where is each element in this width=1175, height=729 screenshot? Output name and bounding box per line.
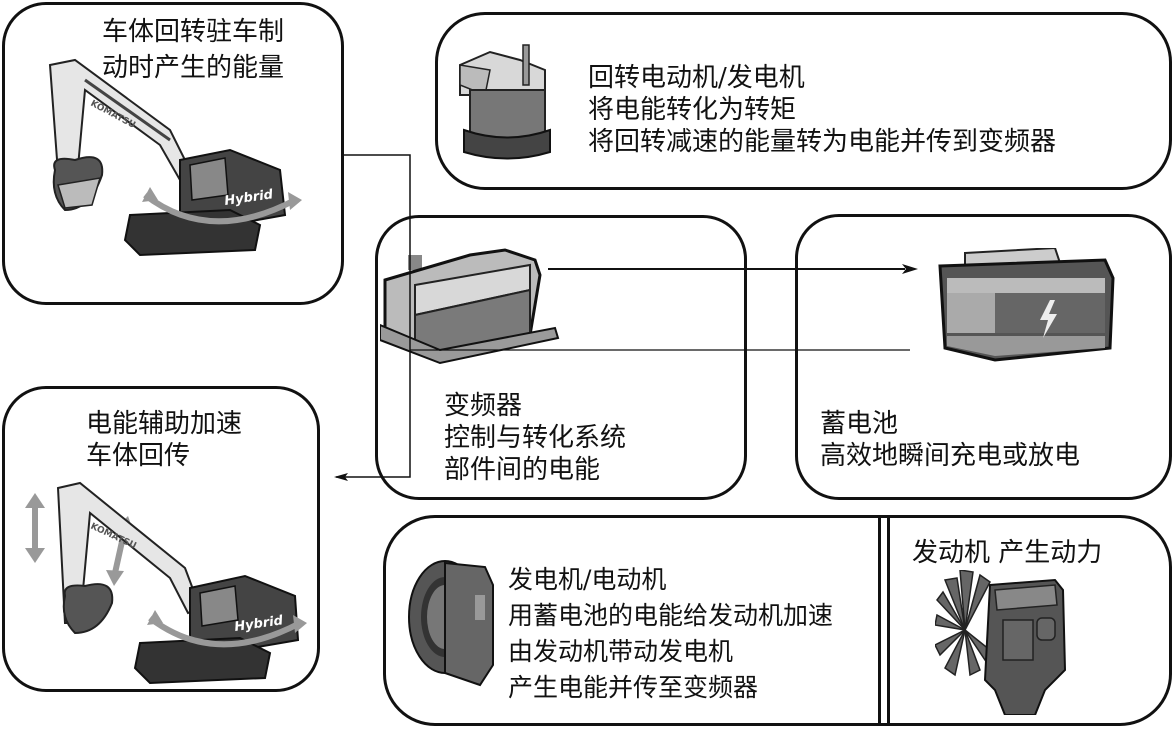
swing-braking-text: 车体回转驻车制 动时产生的能量 [102, 14, 284, 86]
battery-text: 蓄电池 高效地瞬间充电或放电 [820, 408, 1080, 472]
assist-swing-line-2: 车体回传 [86, 441, 191, 471]
generator-line-3: 由发动机带动发电机 [508, 637, 734, 666]
engine-line-1: 发动机 产生动力 [912, 538, 1103, 568]
generator-text: 发电机/电动机 用蓄电池的电能给发动机加速 由发动机带动发电机 产生电能并传至变… [508, 562, 833, 706]
swing-motor-icon [459, 44, 551, 160]
inverter-text: 变频器 控制与转化系统 部件间的电能 [444, 390, 626, 486]
excavator-icon: KOMATSU Hybrid [25, 481, 307, 685]
battery-line-2: 高效地瞬间充电或放电 [820, 441, 1081, 471]
battery-icon [938, 248, 1115, 362]
arrow-head-left [334, 473, 348, 481]
hybrid-label: Hybrid [233, 613, 284, 635]
engine-text: 发动机 产生动力 [912, 537, 1102, 569]
assist-swing-text: 电能辅助加速 车体回传 [86, 408, 242, 472]
inverter-icon [380, 248, 560, 365]
generator-line-1: 发电机/电动机 [508, 565, 667, 594]
excavator-icon: KOMATSU Hybrid [48, 58, 302, 257]
inverter-line-3: 部件间的电能 [444, 455, 601, 485]
swing-motor-line-2: 将电能转化为转矩 [588, 95, 797, 125]
swing-braking-line-1: 车体回转驻车制 [102, 17, 285, 47]
swing-motor-box [435, 12, 1172, 190]
inverter-line-1: 变频器 [444, 391, 523, 421]
engine-icon [935, 570, 1067, 715]
swing-motor-line-3: 将回转减速的能量转为电能并传到变频器 [588, 127, 1057, 157]
swing-motor-text: 回转电动机/发电机 将电能转化为转矩 将回转减速的能量转为电能并传到变频器 [588, 62, 1056, 158]
hybrid-label: Hybrid [223, 187, 274, 209]
panel-divider [878, 516, 881, 725]
generator-line-4: 产生电能并传至变频器 [508, 673, 759, 702]
swing-braking-line-2: 动时产生的能量 [102, 53, 285, 83]
swing-motor-line-1: 回转电动机/发电机 [588, 63, 805, 93]
assist-swing-line-1: 电能辅助加速 [86, 409, 243, 439]
inverter-line-2: 控制与转化系统 [444, 423, 627, 453]
generator-line-2: 用蓄电池的电能给发动机加速 [508, 601, 834, 630]
panel-divider [887, 516, 890, 725]
lightning-icon [1040, 300, 1057, 338]
battery-line-1: 蓄电池 [820, 409, 899, 439]
generator-motor-icon [408, 560, 494, 687]
